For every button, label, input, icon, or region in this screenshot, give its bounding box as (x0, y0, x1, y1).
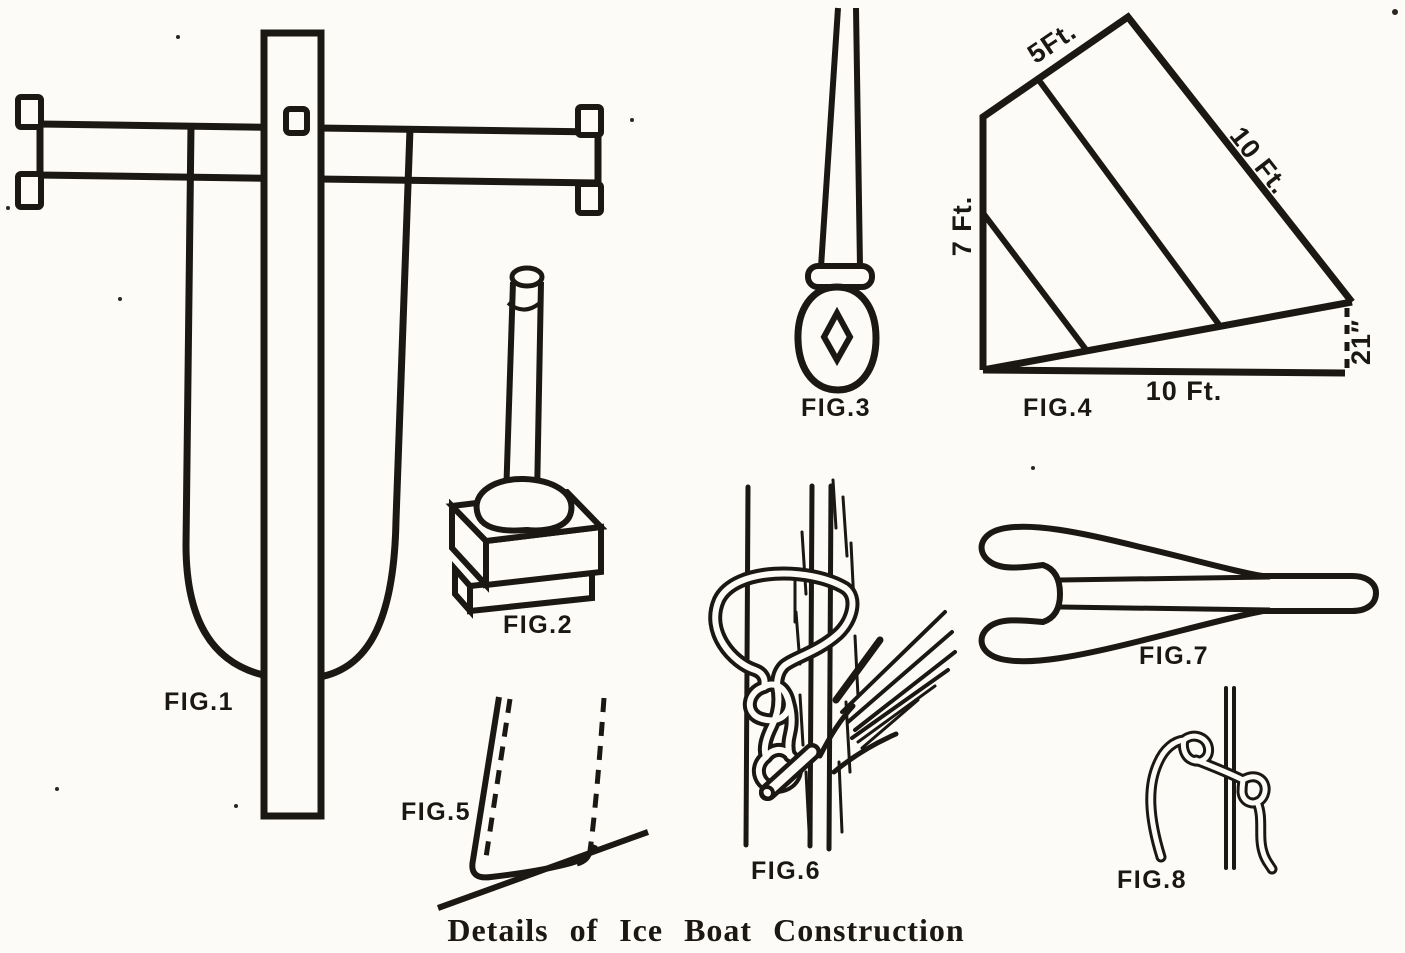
fig6-toggle-pin (759, 743, 821, 801)
fig8-lacing-drawing (1145, 686, 1278, 875)
fig4-head-dimension: 5Ft. (1022, 16, 1082, 70)
fig3-label: FIG.3 (801, 394, 871, 422)
fig4-rise-dimension: 21″ (1346, 319, 1376, 365)
fig2-post (503, 281, 544, 499)
fig4-luff-dimension: 7 Ft. (947, 196, 977, 257)
fig6-mast (807, 483, 834, 852)
fig1-frame-drawing (15, 29, 604, 820)
fig6-toggle-end (759, 785, 775, 801)
fig5-runner-drawing (436, 696, 650, 911)
fig7-shaft-inner-lines (1059, 574, 1271, 613)
fig1-bolt-hole (283, 106, 310, 136)
fig6-label: FIG.6 (751, 857, 821, 885)
fig3-diamond-hole (820, 306, 854, 367)
fig1-backbone (260, 29, 325, 820)
fig7-label: FIG.7 (1139, 642, 1209, 670)
fig2-label: FIG.2 (503, 611, 573, 639)
fig8-lacing-rope (1145, 730, 1278, 875)
fig6-hitch-drawing (708, 478, 957, 852)
fig2-post-band (506, 299, 544, 312)
fig2-mast-step-drawing (445, 265, 608, 619)
fig5-runner-solid-edge (469, 696, 598, 881)
fig5-dashed-edge-left (482, 698, 513, 865)
fig5-dashed-edge-right (587, 697, 607, 852)
fig8-label: FIG.8 (1117, 866, 1187, 894)
paper-specks (6, 9, 1398, 808)
fig5-ice-line (436, 829, 650, 911)
fig4-seam-line-lower (980, 211, 1090, 353)
fig4-seam-line-upper (1035, 77, 1223, 328)
fig3-tiller-drawing (794, 7, 880, 394)
fig2-post-top (509, 265, 545, 289)
fig4-sail-plan-drawing: 5Ft. 10 Ft. 7 Ft. 10 Ft. 21″ (947, 12, 1376, 406)
fig4-label: FIG.4 (1023, 394, 1093, 422)
fig7-boom-jaw-drawing (978, 523, 1379, 665)
fig1-label: FIG.1 (164, 688, 234, 716)
fig4-sail-outline (979, 12, 1355, 377)
fig1-right-bottom-tab (575, 181, 604, 216)
fig4-foot-dimension: 10 Ft. (1146, 376, 1223, 406)
fig1-left-top-tab (15, 94, 44, 130)
fig7-jaw-outline (978, 523, 1379, 665)
fig5-label: FIG.5 (401, 798, 471, 826)
plate-caption: Details of Ice Boat Construction (447, 912, 964, 948)
fig6-rope (708, 566, 860, 794)
fig1-left-bottom-tab (15, 171, 44, 210)
fig1-right-top-tab (575, 104, 604, 138)
fig2-dome (473, 475, 575, 534)
fig3-spar (818, 7, 863, 268)
fig6-branch-rope (817, 610, 957, 775)
